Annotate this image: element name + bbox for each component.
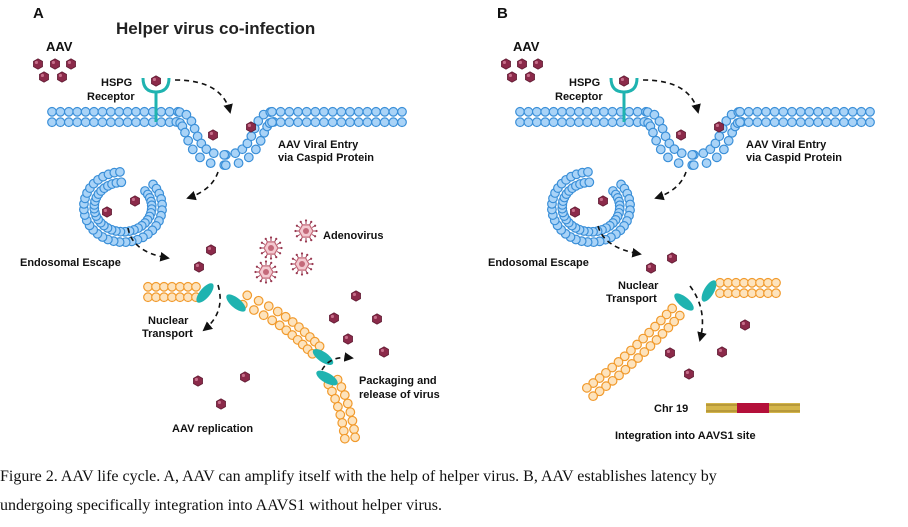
- receptor-label: Receptor: [555, 91, 603, 103]
- hspg-label: HSPG: [569, 77, 600, 89]
- endosome-vesicle: [78, 167, 168, 248]
- aav-label: AAV: [513, 39, 540, 54]
- viral-entry-label: AAV Viral Entry: [278, 139, 359, 151]
- panel-a-letter: A: [33, 5, 44, 22]
- caspid-protein-label: via Caspid Protein: [278, 152, 374, 164]
- nuclear-envelope: [581, 277, 781, 402]
- aav-virus-particles: [501, 58, 750, 380]
- escape-arrow: [127, 227, 170, 262]
- endosome-vesicle: [546, 167, 636, 248]
- endosomal-escape-label: Endosomal Escape: [488, 257, 589, 269]
- cell-membrane: [515, 106, 875, 171]
- release-label: release of virus: [359, 389, 440, 401]
- transport-label: Transport: [606, 293, 657, 305]
- entry-arrow: [642, 79, 701, 114]
- caspid-protein-label: via Caspid Protein: [746, 152, 842, 164]
- integration-label: Integration into AAVS1 site: [615, 430, 756, 442]
- aav-replication-label: AAV replication: [172, 423, 253, 435]
- packaging-arrow: [321, 352, 354, 371]
- aav-life-cycle-figure: A Helper virus co-infection AAV HSPG Rec…: [20, 5, 875, 444]
- hspg-receptor-icon: [609, 77, 639, 122]
- nuclear-label: Nuclear: [148, 315, 189, 327]
- panel-b-letter: B: [497, 5, 508, 22]
- aavs1-site: [737, 403, 769, 413]
- chr19-label: Chr 19: [654, 403, 688, 415]
- nuclear-envelope: [143, 281, 361, 444]
- entry-arrow: [174, 79, 233, 114]
- nuclear-transport-arrow: [689, 285, 707, 342]
- panel-b: B AAV HSPG Receptor AAV Viral Entry via …: [488, 5, 875, 442]
- transport-label: Transport: [142, 328, 193, 340]
- hspg-receptor-icon: [141, 77, 171, 122]
- packaging-label: Packaging and: [359, 375, 437, 387]
- viral-entry-label: AAV Viral Entry: [746, 139, 827, 151]
- endosome-arrow: [654, 171, 687, 201]
- caption-line-2: undergoing specifically integration into…: [0, 497, 443, 514]
- aav-virus-particles: [33, 58, 389, 410]
- cell-membrane: [47, 106, 407, 171]
- adenovirus-particles: [254, 219, 318, 284]
- chromosome-19-bar: [706, 403, 800, 413]
- aav-label: AAV: [46, 39, 73, 54]
- adenovirus-label: Adenovirus: [323, 230, 384, 242]
- hspg-label: HSPG: [101, 77, 132, 89]
- panel-a-title: Helper virus co-infection: [116, 19, 315, 38]
- endosomal-escape-label: Endosomal Escape: [20, 257, 121, 269]
- escape-arrow: [597, 225, 642, 258]
- receptor-label: Receptor: [87, 91, 135, 103]
- panel-a: A Helper virus co-infection AAV HSPG Rec…: [20, 5, 440, 444]
- nuclear-transport-arrow: [202, 284, 221, 332]
- caption-line-1: Figure 2. AAV life cycle. A, AAV can amp…: [0, 468, 717, 485]
- figure-caption: Figure 2. AAV life cycle. A, AAV can amp…: [0, 462, 906, 520]
- nuclear-label: Nuclear: [618, 280, 659, 292]
- endosome-arrow: [186, 171, 219, 201]
